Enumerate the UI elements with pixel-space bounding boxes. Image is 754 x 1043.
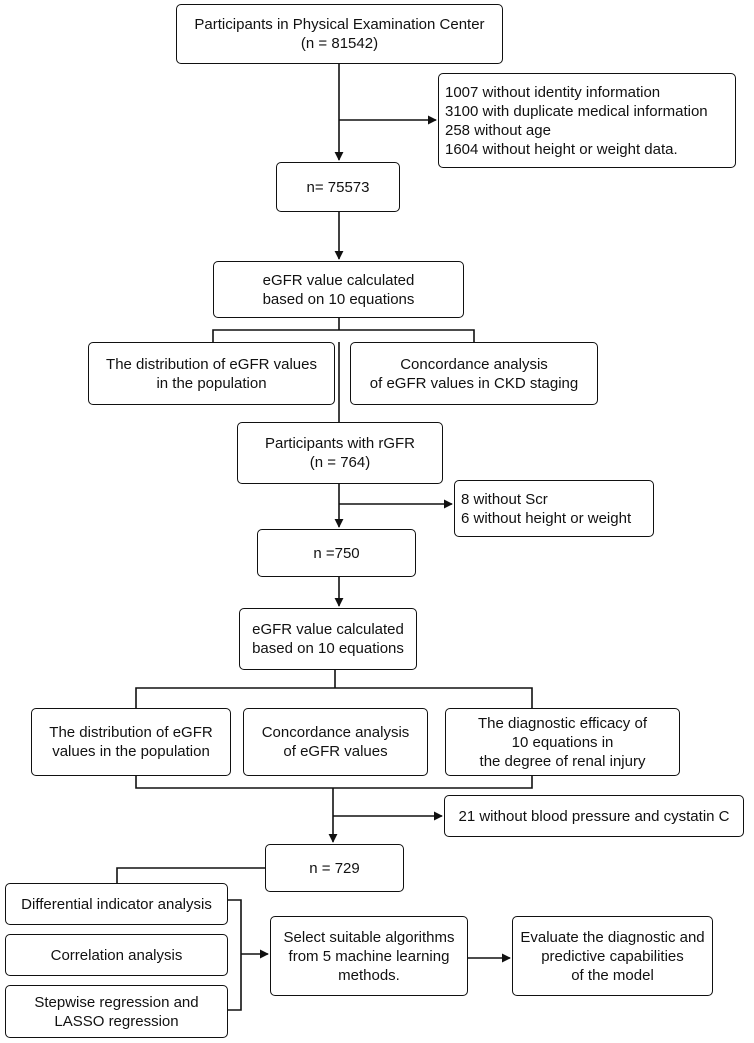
node-text-line: from 5 machine learning — [288, 947, 450, 965]
node-text-line: in the population — [156, 374, 267, 392]
node-text-line: 6 without height or weight — [461, 509, 632, 527]
node-text-line: Select suitable algorithms — [283, 928, 455, 946]
node-text-line: 21 without blood pressure and cystatin C — [458, 807, 730, 825]
node-text-line: The distribution of eGFR values — [106, 355, 317, 373]
node-text-line: Differential indicator analysis — [21, 895, 212, 913]
node-text-line: based on 10 equations — [252, 640, 404, 657]
node-text-line: Evaluate the diagnostic and — [520, 928, 705, 946]
bracket-calc-2-top — [135, 670, 533, 708]
node-text-line: 10 equations in — [511, 733, 614, 751]
node-differential-analysis: Differential indicator analysis — [5, 883, 228, 925]
node-text-line: 3100 with duplicate medical information — [445, 102, 708, 120]
node-text-line: based on 10 equations — [262, 290, 415, 308]
node-text-line: predictive capabilities — [541, 947, 684, 965]
bracket-calc-2-bottom — [135, 776, 533, 789]
node-participants-rgfr: Participants with rGFR (n = 764) — [237, 422, 443, 484]
node-text-line: Correlation analysis — [50, 946, 183, 964]
node-text-line: 8 without Scr — [461, 490, 548, 508]
node-n-750: n =750 — [257, 529, 416, 577]
node-participants-center: Participants in Physical Examination Cen… — [176, 4, 503, 64]
bracket-left-group — [228, 899, 268, 1011]
node-text-line: of eGFR values — [283, 743, 388, 760]
node-text-line: n = 729 — [309, 859, 360, 877]
node-distribution-2: The distribution of eGFR values in the po… — [31, 708, 231, 776]
node-text-line: of eGFR values in CKD staging — [369, 374, 579, 392]
node-text-line: the degree of renal injury — [479, 752, 646, 770]
node-exclusion-3: 21 without blood pressure and cystatin C — [444, 795, 744, 837]
node-text-line: 258 without age — [445, 121, 551, 139]
node-text-line: 1007 without identity information — [445, 83, 661, 101]
node-egfr-calc-2: eGFR value calculated based on 10 equatio… — [239, 608, 417, 670]
node-text-line: Concordance analysis — [400, 355, 548, 373]
node-text-line: 1604 without height or weight data. — [445, 140, 678, 158]
node-text-line: values in the population — [52, 743, 210, 760]
node-concordance-2: Concordance analysis of eGFR values — [243, 708, 428, 776]
node-correlation-analysis: Correlation analysis — [5, 934, 228, 976]
node-text-line: n =750 — [313, 544, 360, 562]
node-text-line: eGFR value calculated — [262, 271, 415, 289]
node-text-line: methods. — [338, 966, 400, 984]
node-text-line: n= 75573 — [306, 178, 370, 196]
node-text-line: The distribution of eGFR — [49, 724, 213, 741]
node-text-line: of the model — [571, 966, 654, 984]
node-text-line: (n = 764) — [309, 454, 371, 471]
node-text-line: (n = 81542) — [300, 35, 379, 52]
node-n-729: n = 729 — [265, 844, 404, 892]
node-text-line: eGFR value calculated — [252, 621, 404, 638]
node-text-line: Stepwise regression and — [34, 993, 199, 1011]
node-text-line: Concordance analysis — [261, 724, 410, 741]
node-n-75573: n= 75573 — [276, 162, 400, 212]
node-text-line: Participants in Physical Examination Cen… — [194, 16, 485, 33]
node-text-line: Participants with rGFR — [264, 435, 416, 452]
node-text-line: LASSO regression — [54, 1012, 179, 1030]
node-text-line: The diagnostic efficacy of — [478, 714, 647, 732]
bracket-calc-1 — [212, 318, 475, 342]
